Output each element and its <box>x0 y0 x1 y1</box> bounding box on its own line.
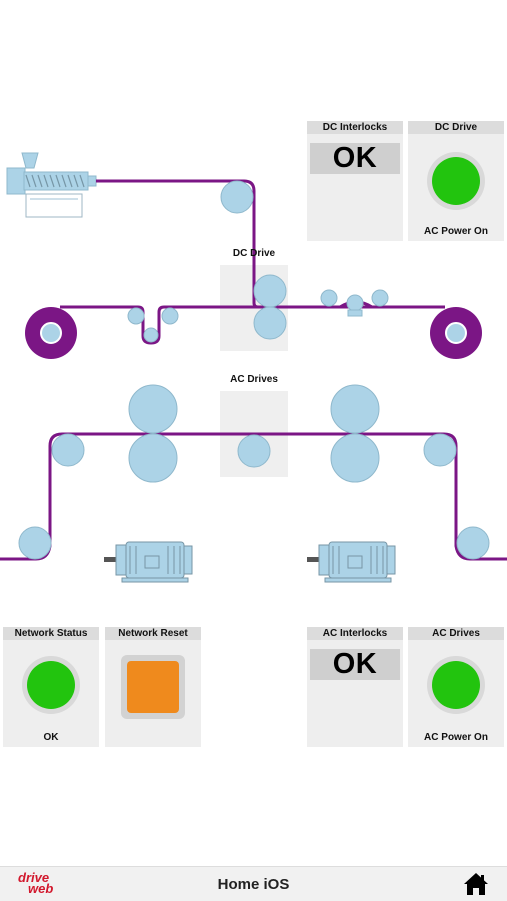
ac-interlocks-status: OK <box>310 649 400 680</box>
driveweb-logo[interactable]: drive web <box>18 870 54 896</box>
ac-drives-label: AC Drives <box>230 374 278 385</box>
dc-drive-status-text: AC Power On <box>424 226 488 237</box>
home-icon[interactable] <box>463 872 489 896</box>
roller <box>253 274 287 308</box>
extruder-icon <box>6 152 97 218</box>
roller <box>330 433 380 483</box>
logo-line-1: drive <box>18 870 50 885</box>
roller <box>456 526 490 560</box>
network-reset-panel: Network Reset <box>105 627 201 747</box>
dc-interlocks-panel: DC Interlocks OK <box>307 121 403 241</box>
dc-drive-status-lamp <box>427 152 485 210</box>
dc-drive-panel: DC Drive AC Power On <box>408 121 504 241</box>
page-title: Home iOS <box>217 876 290 893</box>
dc-drive-label: DC Drive <box>232 248 276 259</box>
network-reset-button[interactable] <box>121 655 185 719</box>
panel-title: Network Status <box>3 627 99 640</box>
network-status-lamp <box>22 656 80 714</box>
roller <box>330 384 380 434</box>
logo-line-2: web <box>28 881 54 896</box>
roller <box>143 327 159 343</box>
panel-title: DC Interlocks <box>307 121 403 134</box>
roller <box>128 433 178 483</box>
web-path-dc <box>60 305 258 345</box>
ac-drives-status-lamp <box>427 656 485 714</box>
roller <box>18 526 52 560</box>
motor-icon <box>104 541 193 583</box>
roller <box>423 433 457 467</box>
roller <box>220 180 254 214</box>
panel-title: Network Reset <box>105 627 201 640</box>
ac-drives-status-text: AC Power On <box>424 732 488 743</box>
roller <box>371 289 389 307</box>
dc-interlocks-status: OK <box>310 143 400 174</box>
ac-drives-panel: AC Drives AC Power On <box>408 627 504 747</box>
bottom-bar: drive web Home iOS <box>0 866 507 901</box>
panel-title: AC Drives <box>408 627 504 640</box>
panel-title: DC Drive <box>408 121 504 134</box>
process-diagram <box>0 152 507 583</box>
ac-interlocks-panel: AC Interlocks OK <box>307 627 403 747</box>
roller <box>127 307 145 325</box>
roller <box>237 434 271 468</box>
roller <box>51 433 85 467</box>
roller <box>161 307 179 325</box>
network-status-panel: Network Status OK <box>3 627 99 747</box>
roller <box>346 294 364 312</box>
roller <box>253 306 287 340</box>
network-status-text: OK <box>43 732 59 743</box>
panel-title: AC Interlocks <box>307 627 403 640</box>
roller <box>128 384 178 434</box>
roller <box>320 289 338 307</box>
motor-icon <box>307 541 396 583</box>
